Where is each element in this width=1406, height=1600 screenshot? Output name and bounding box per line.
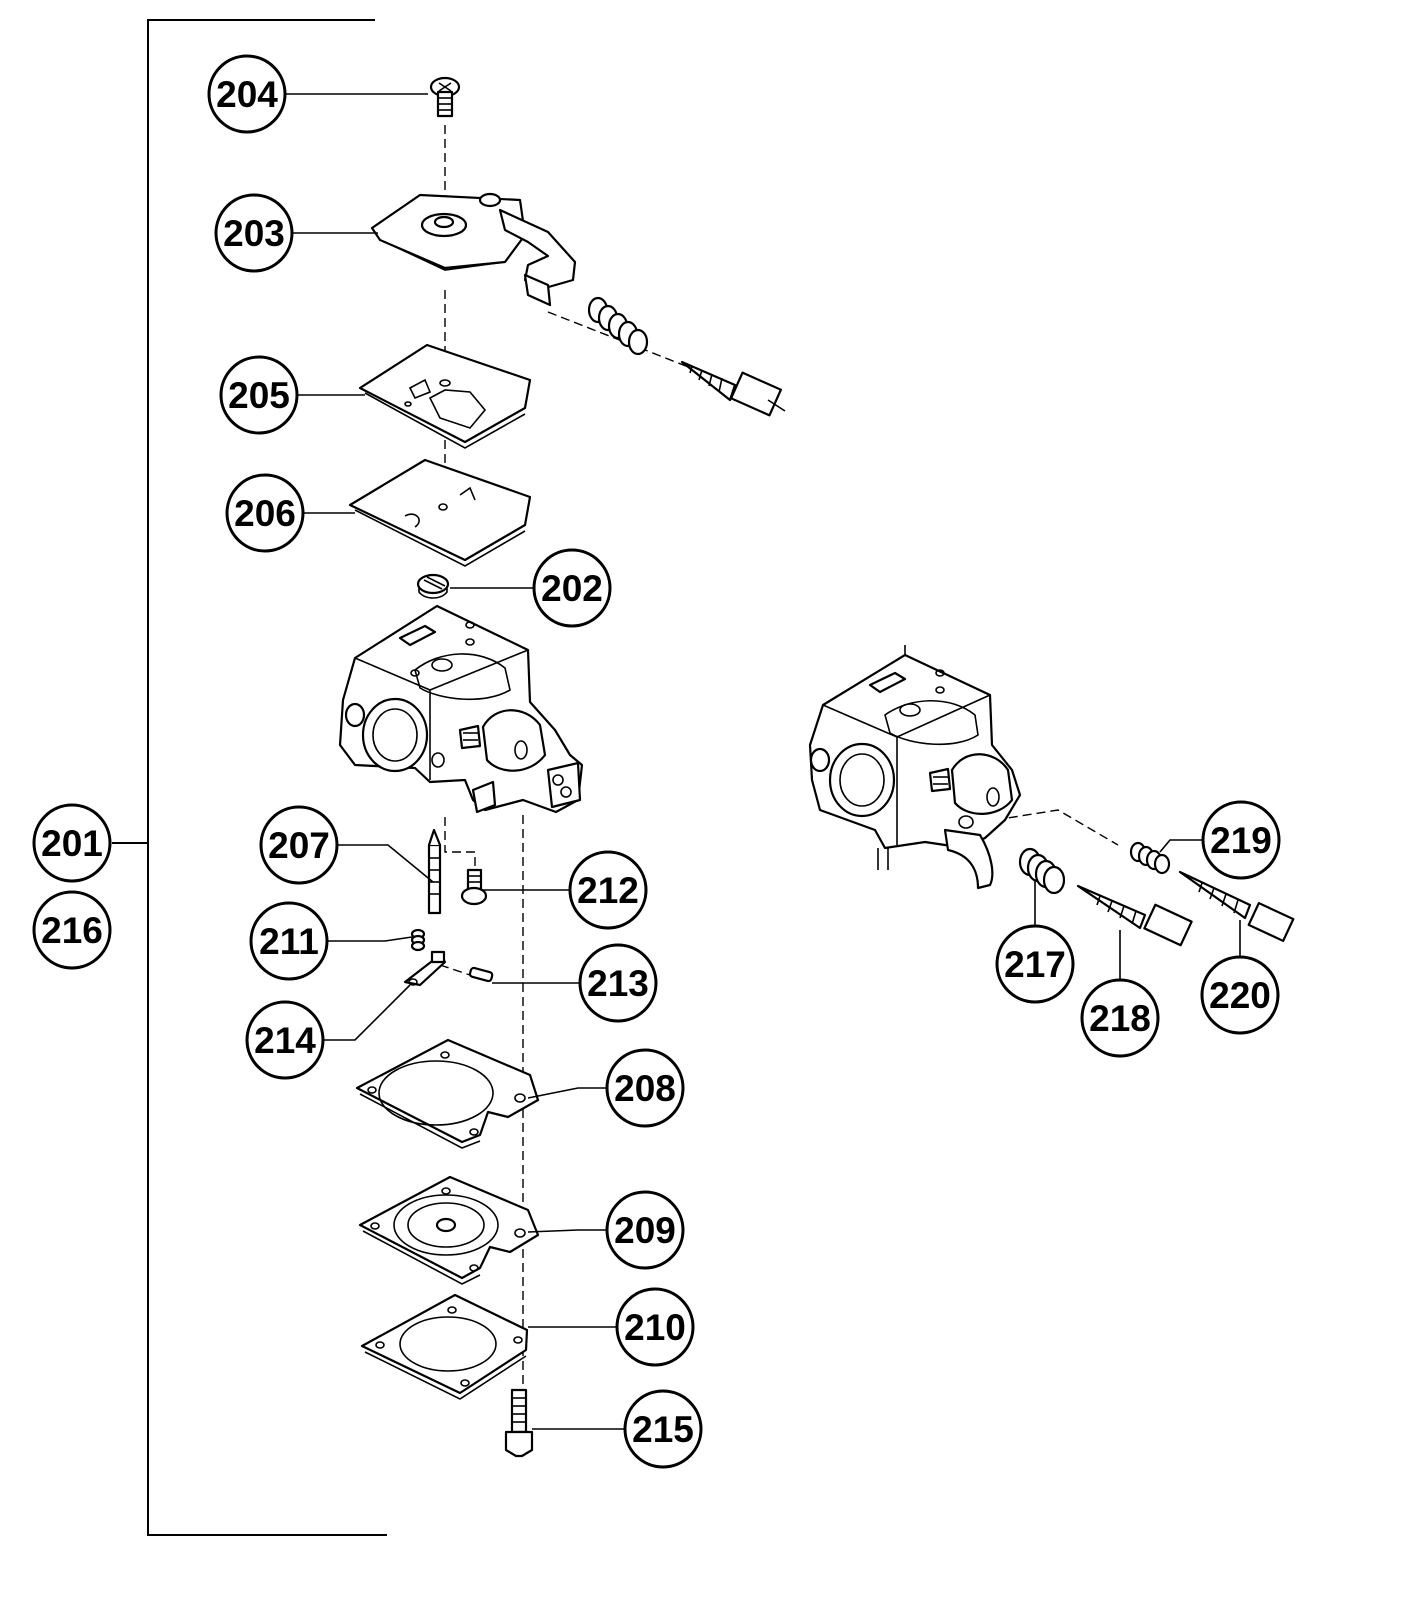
callout-label: 211 [259, 921, 319, 962]
callout-label: 215 [632, 1409, 694, 1450]
callout-213: 213 [578, 943, 658, 1023]
carburetor-body-main-part [338, 604, 584, 814]
callout-label: 213 [587, 963, 649, 1004]
callout-216: 216 [32, 890, 112, 970]
callout-label: 220 [1209, 975, 1271, 1016]
adjuster-spring-part [587, 296, 649, 356]
callout-209: 209 [605, 1190, 685, 1270]
callout-206: 206 [225, 473, 305, 553]
callout-label: 204 [216, 74, 278, 115]
callout-203: 203 [214, 193, 294, 273]
pump-cover-203-part [370, 192, 577, 307]
needle-220-part [1178, 870, 1295, 943]
callout-label: 208 [614, 1068, 676, 1109]
callout-label: 203 [223, 213, 285, 254]
callout-218: 218 [1080, 978, 1160, 1058]
callout-214: 214 [245, 1000, 325, 1080]
callout-label: 201 [41, 823, 103, 864]
callout-label: 219 [1210, 820, 1272, 861]
callout-212: 212 [568, 850, 648, 930]
assembly-bracket [112, 19, 387, 1536]
leader-lines [285, 93, 1241, 1430]
screw-215-part [504, 1388, 534, 1458]
carburetor-body-alt-part [808, 645, 1022, 890]
callout-label: 218 [1089, 998, 1151, 1039]
gasket-208-part [355, 1038, 540, 1149]
spring-219-part [1129, 841, 1171, 875]
callout-208: 208 [605, 1048, 685, 1128]
callout-202: 202 [532, 548, 612, 628]
callout-label: 216 [41, 910, 103, 951]
screw-212-part [460, 868, 488, 906]
callout-220: 220 [1200, 955, 1280, 1035]
callout-label: 209 [614, 1210, 676, 1251]
callout-217: 217 [995, 924, 1075, 1004]
callout-label: 217 [1004, 944, 1066, 985]
needle-218-part [1076, 884, 1193, 947]
callout-210: 210 [615, 1287, 695, 1367]
callout-label: 206 [234, 493, 296, 534]
callout-219: 219 [1201, 800, 1281, 880]
spring-211-part [410, 928, 426, 952]
callout-label: 212 [577, 870, 639, 911]
callout-205: 205 [219, 355, 299, 435]
screen-202-part [416, 573, 450, 599]
callout-215: 215 [623, 1389, 703, 1469]
gasket-205-part [358, 343, 532, 449]
callout-label: 205 [228, 375, 290, 416]
callout-label: 214 [254, 1020, 316, 1061]
callout-label: 207 [268, 825, 330, 866]
spring-217-part [1018, 847, 1066, 895]
adjuster-needle-part [680, 360, 786, 417]
inlet-needle-207-part [427, 828, 442, 915]
cover-210-part [360, 1293, 529, 1400]
diaphragm-209-part [358, 1175, 540, 1285]
callout-label: 210 [624, 1307, 686, 1348]
callout-label: 202 [541, 568, 603, 609]
screw-204-part [429, 76, 461, 118]
callout-207: 207 [259, 805, 339, 885]
callout-204: 204 [207, 54, 287, 134]
pin-213-part [468, 966, 494, 983]
diaphragm-206-part [348, 458, 532, 567]
callout-211: 211 [249, 901, 329, 981]
lever-214-part [403, 950, 447, 987]
callout-201: 201 [32, 803, 112, 883]
